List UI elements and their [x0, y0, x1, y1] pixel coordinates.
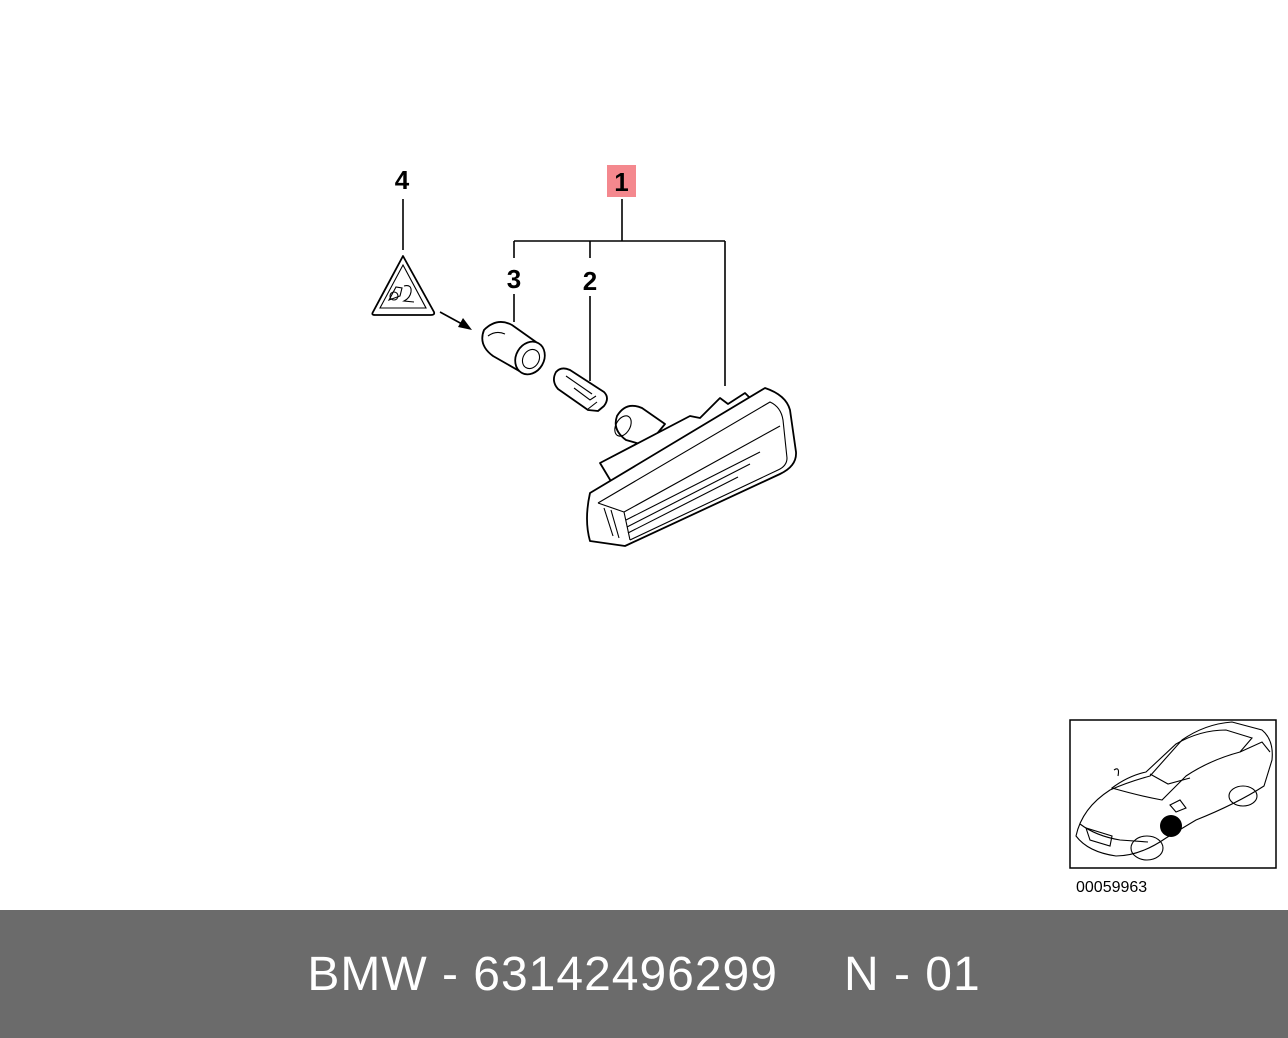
warning-triangle-icon [371, 255, 436, 316]
bulb-part [553, 367, 608, 412]
footer-bar: BMW - 63142496299 N - 01 [0, 910, 1288, 1038]
arrow-icon [439, 311, 472, 330]
car-icon [1075, 721, 1273, 861]
callout-2-label[interactable]: 2 [583, 266, 597, 296]
bulb-socket-part [481, 321, 546, 376]
callout-1-label[interactable]: 1 [614, 167, 628, 197]
inset-reference-code: 00059963 [1076, 879, 1147, 896]
callout-1-highlight [607, 165, 636, 197]
car-locator-inset: 00059963 [1069, 719, 1277, 896]
parts-diagram: 1 4 3 2 [371, 165, 1277, 896]
side-marker-lamp-part [586, 387, 797, 547]
callout-4-label[interactable]: 4 [395, 165, 410, 195]
callout-3-label[interactable]: 3 [507, 264, 521, 294]
location-marker-icon [1160, 815, 1182, 837]
footer-variant: N - 01 [843, 947, 981, 1001]
callout-1-leader-lines [513, 199, 726, 386]
footer-part-number: BMW - 63142496299 [307, 947, 778, 1001]
